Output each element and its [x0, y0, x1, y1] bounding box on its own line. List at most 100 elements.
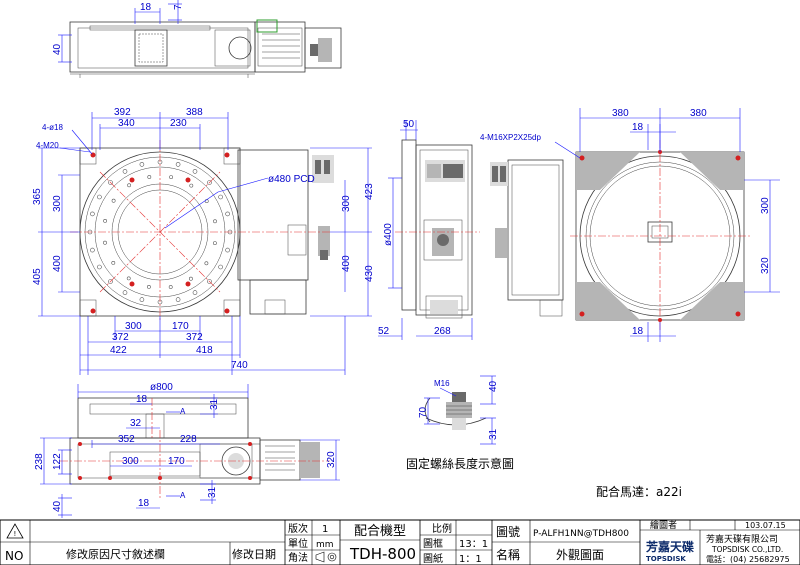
tapped-hole [129, 281, 135, 287]
company-logo-zh: 芳嘉天碟 [646, 539, 694, 554]
inner-hole [169, 175, 174, 180]
company-zh: 芳嘉天碟有限公司 [706, 533, 778, 545]
dim-238: 238 [34, 453, 45, 470]
model-label: 配合機型 [354, 524, 406, 539]
projection-icon [315, 551, 337, 563]
dim-pcd: ø480 PCD [268, 174, 315, 185]
bolt-m16: M16 [434, 379, 450, 388]
dim-365: 365 [32, 188, 43, 205]
dim-405: 405 [32, 268, 43, 285]
plan-view: ø800 18 A 31 32 352 228 238 122 300 170 … [34, 382, 340, 518]
dim-18: 18 [140, 2, 152, 13]
dim-392: 392 [114, 107, 131, 118]
inner-hole [189, 183, 194, 188]
version-label: 版次 [288, 522, 308, 535]
dim-300-left: 300 [52, 195, 63, 212]
inner-hole [213, 219, 217, 224]
motor-note: 配合馬達：a22i [596, 484, 682, 499]
front-view: ø480 PCD 392 388 340 230 4-ø18 4-M20 365… [32, 107, 375, 375]
dim-320-plan: 320 [326, 451, 337, 468]
inner-hole [103, 240, 107, 245]
bolt-caption: 固定螺絲長度示意圖 [406, 456, 514, 471]
label-4-m20: 4-M20 [36, 141, 59, 150]
company-en: TOPSDISK CO.,LTD. [711, 545, 783, 554]
drawing-no-value: P-ALFH1NN@TDH800 [533, 529, 629, 539]
company-logo-en: TOPSDISK [646, 555, 686, 563]
dim-40: 40 [52, 43, 63, 55]
top-view: 18 7 40 [52, 0, 342, 78]
bolt-hole [97, 194, 102, 200]
sheet-label: 圖紙 [423, 552, 443, 565]
bolt-hole [218, 194, 223, 200]
dim-31-top: 31 [209, 398, 220, 410]
inner-hole [111, 260, 116, 265]
bolt-dim-40: 40 [488, 380, 499, 392]
dim-dia-800: ø800 [150, 382, 173, 393]
bolt-hole [192, 290, 198, 295]
unit-value: mm [316, 540, 334, 550]
inner-hole [212, 241, 217, 246]
bolt-hole [225, 211, 230, 217]
dim-18-plan-top: 18 [136, 394, 148, 405]
label-4-hole-18: 4-ø18 [42, 123, 63, 132]
name-value: 外觀圖面 [556, 548, 604, 562]
angle-label: 角法 [288, 551, 308, 564]
dim-7: 7 [173, 4, 184, 10]
bolt-hole [192, 169, 198, 174]
dim-320-back: 320 [760, 257, 771, 274]
dim-380-b: 380 [690, 108, 707, 119]
inner-hole [147, 175, 152, 179]
side-view: 50 ø400 52 268 [378, 119, 480, 340]
dim-422: 422 [110, 345, 127, 356]
bolt-hole [90, 211, 95, 217]
dim-352: 352 [118, 434, 135, 445]
dim-32: 32 [130, 418, 142, 429]
company-logo: 芳嘉天碟 TOPSDISK [644, 533, 698, 563]
bolt-hole [175, 297, 181, 302]
inner-hole [111, 198, 116, 203]
bolt-hole [139, 297, 145, 302]
dim-50: 50 [403, 119, 415, 130]
dim-740: 740 [231, 360, 248, 371]
dim-300-plan: 300 [122, 456, 139, 467]
scale-label: 比例 [432, 522, 452, 535]
bolt-hole [225, 247, 230, 253]
dim-18-plan-bottom: 18 [138, 498, 150, 509]
dim-430: 430 [364, 265, 375, 282]
bolt-detail: M16 40 70 31 固定螺絲長度示意圖 [406, 375, 514, 471]
sheet-value: 1：1 [459, 554, 482, 565]
inner-hole [204, 261, 209, 266]
tapped-hole [185, 177, 191, 183]
dim-52: 52 [378, 326, 390, 337]
tapped-hole [185, 281, 191, 287]
bolt-hole [122, 290, 128, 295]
dim-230: 230 [170, 118, 187, 129]
frame-label: 圖框 [423, 537, 443, 550]
inner-hole [146, 284, 151, 289]
dim-423: 423 [364, 183, 375, 200]
dim-400-right: 400 [341, 255, 352, 272]
section-a-bottom: A [180, 491, 186, 500]
bolt-hole [175, 162, 181, 167]
dim-170-plan: 170 [168, 456, 185, 467]
dim-18-back-bottom: 18 [632, 326, 644, 337]
bolt-hole [122, 169, 128, 174]
dim-372-a: 372 [112, 332, 129, 343]
inner-hole [126, 276, 131, 281]
inner-hole [127, 183, 132, 188]
drawing-no-label: 圖號 [496, 525, 520, 539]
section-a-top: A [180, 407, 186, 416]
dim-418: 418 [196, 345, 213, 356]
frame-value: 13：1 [459, 539, 488, 550]
back-view: 4-M16XP2X25dp 380 380 18 300 320 18 [480, 108, 780, 342]
dim-31-bottom: 31 [207, 486, 218, 498]
date-value: 103.07.15 [745, 521, 786, 530]
bolt-hole [97, 264, 102, 270]
dim-388: 388 [186, 107, 203, 118]
warning-icon: ! [14, 530, 17, 538]
tapped-hole [129, 177, 135, 183]
dim-380-a: 380 [612, 108, 629, 119]
inner-hole [103, 218, 108, 223]
bolt-hole [218, 264, 223, 270]
dim-300-right: 300 [341, 195, 352, 212]
